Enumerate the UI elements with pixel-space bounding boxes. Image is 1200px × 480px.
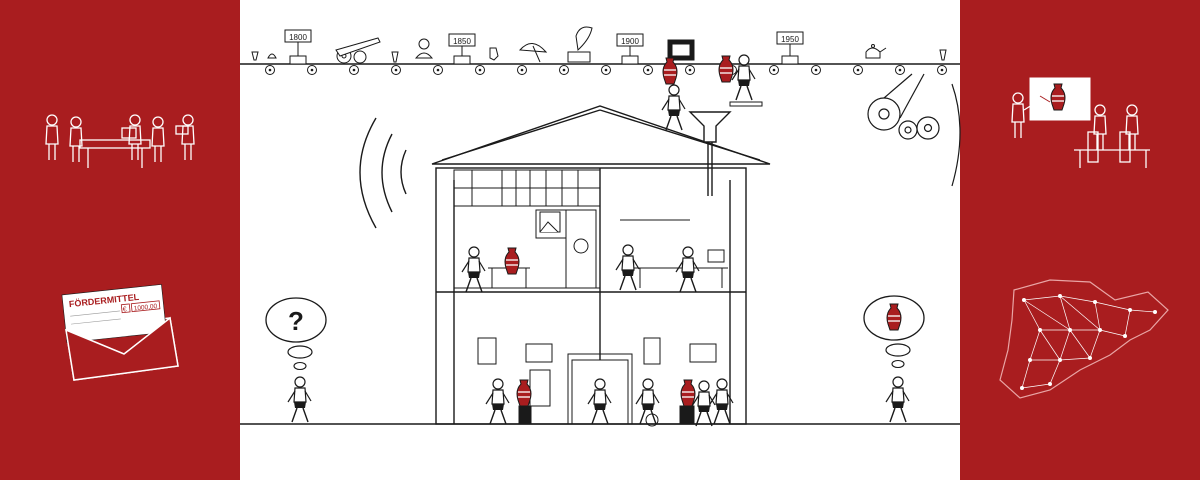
gramophone-icon <box>567 26 593 63</box>
radio-waves-icon <box>359 117 407 229</box>
umbrella-icon <box>518 43 548 63</box>
left-red-panel <box>0 0 240 480</box>
year-label: 1850 <box>453 37 471 46</box>
cannon-icon <box>335 37 381 64</box>
year-label: 1900 <box>621 37 639 46</box>
currency-symbol: € <box>123 306 128 313</box>
small-figurine-icon <box>267 53 277 59</box>
museum-house <box>431 105 771 425</box>
question-mark: ? <box>288 306 304 336</box>
goblet-icon <box>251 51 259 61</box>
goblet-icon <box>391 51 399 63</box>
vase-outline-icon <box>489 47 499 61</box>
worker-with-vase <box>718 54 763 107</box>
year-sign-1850: 1850 <box>448 33 476 65</box>
teapot-icon <box>865 44 887 59</box>
gear-icon <box>867 73 961 187</box>
history-conveyor: 1800 1850 1900 1950 <box>240 26 960 107</box>
restoration-team-illustration <box>45 114 195 168</box>
funding-envelope: FÖRDERMITTEL € 1000,00 <box>61 284 179 381</box>
year-label: 1950 <box>781 35 799 44</box>
bust-icon <box>414 38 434 59</box>
visitor-question: ? <box>265 297 327 423</box>
year-sign-1900: 1900 <box>616 33 644 65</box>
lecture-illustration <box>1011 77 1150 168</box>
year-sign-1950: 1950 <box>776 31 804 65</box>
goblet-icon <box>939 49 947 61</box>
year-sign-1800: 1800 <box>284 29 312 65</box>
network-map-icon <box>999 279 1169 399</box>
picture-frame-icon <box>667 39 695 61</box>
funding-amount: 1000,00 <box>133 303 157 312</box>
year-label: 1800 <box>289 33 307 42</box>
visitor-vase-thought <box>863 295 925 423</box>
